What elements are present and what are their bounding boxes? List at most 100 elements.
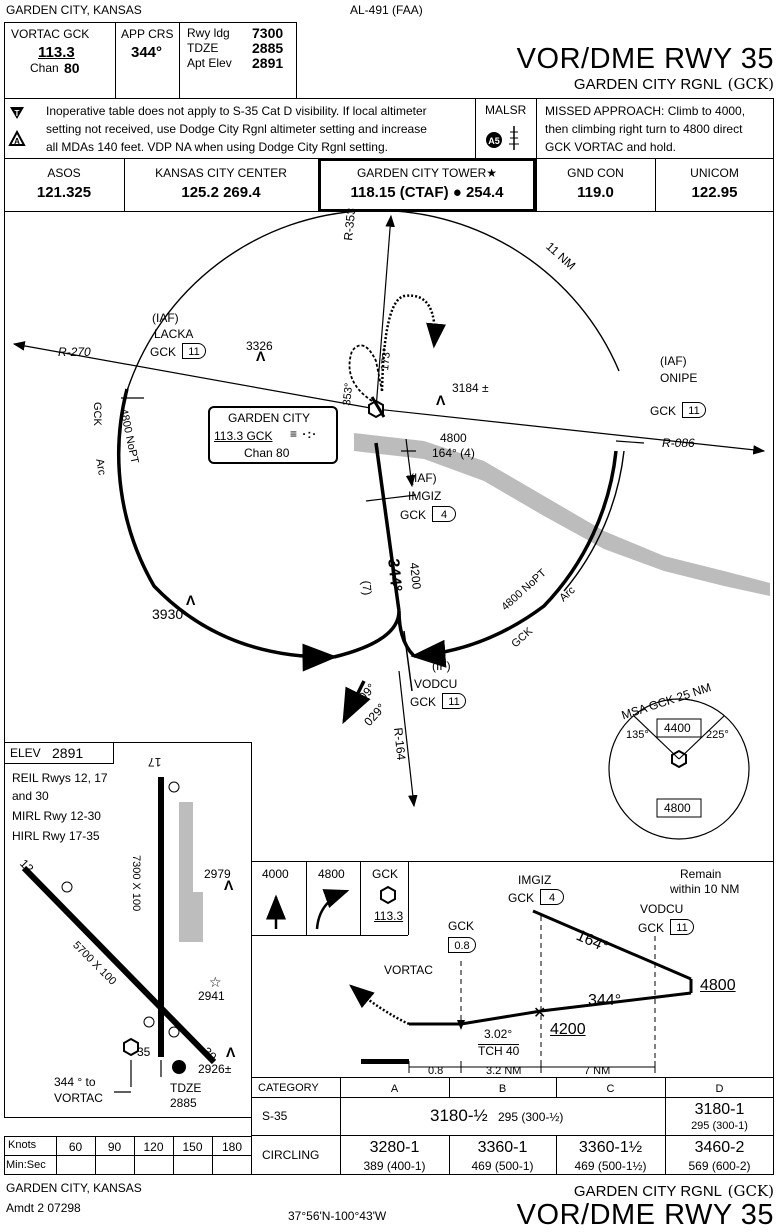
elev-label: ELEV: [10, 746, 41, 760]
hold-outbound-353: 353°: [341, 382, 356, 407]
comm-unicom: UNICOM 122.95: [655, 166, 774, 201]
distance-08: 0.8: [428, 1065, 444, 1077]
comm-asos: ASOS 121.325: [4, 166, 124, 201]
obstacle-2979-label: 2979: [204, 867, 231, 881]
tdze-value: 2885: [252, 40, 284, 56]
app-crs: 344°: [131, 44, 163, 61]
glideslope-angle: 3.02°: [484, 1027, 513, 1041]
obstacle-3326-icon: Λ: [256, 348, 266, 364]
rwy-17-label: 17: [148, 755, 162, 769]
vortac-note-1: 344 ° to: [54, 1075, 96, 1089]
radial-353-line: [375, 214, 395, 410]
vodcu-if: (IF): [432, 659, 451, 673]
nav-label: VORTAC GCK: [11, 27, 90, 41]
divider: [408, 861, 409, 935]
profile-vodcu-gck: GCK: [638, 921, 665, 935]
elev-value: 2891: [52, 745, 84, 761]
arc-west: [116, 388, 338, 672]
speed-cell: 90: [107, 1140, 122, 1154]
onipe-dme-box: 11: [682, 402, 706, 418]
plan-crs-164: 164° (4): [432, 446, 475, 460]
nav-info-freq: 113.3 GCK: [214, 429, 273, 443]
sketch-vortac-icon: [123, 1037, 139, 1057]
comm-center: KANSAS CITY CENTER 125.2 269.4: [124, 166, 318, 201]
imgiz-dme-box: 4: [432, 506, 456, 522]
ma-step-gck: GCK: [372, 867, 399, 881]
tdze-label: TDZE: [187, 41, 219, 55]
footer-coordinates: 37°56'N-100°43'W: [288, 1209, 387, 1223]
profile-alt-4200: 4200: [550, 1021, 586, 1038]
msa-alt-4400: 4400: [664, 721, 691, 735]
footer-amendment: Amdt 2 07298: [6, 1201, 81, 1215]
approach-light-icon: [172, 1060, 186, 1074]
obstacle-3930-icon: Λ: [186, 592, 196, 608]
circling-b: 3360-1 469 (500-1): [449, 1139, 556, 1173]
circling-main: 3460-2: [694, 1139, 745, 1156]
remain-line-1: Remain: [680, 867, 722, 881]
descent-line: [460, 1009, 542, 1026]
profile-gck08-label: GCK: [448, 919, 475, 933]
divider: [655, 158, 656, 212]
imgiz-fix-tick: [365, 494, 417, 502]
sketch-tdze-label: TDZE: [170, 1081, 202, 1095]
missed-line-1: MISSED APPROACH: Climb to 4000,: [545, 104, 746, 118]
final-distance-7: (7): [359, 579, 375, 596]
category-b: B: [498, 1083, 507, 1095]
s35-label: S-35: [262, 1109, 288, 1123]
vdp-cross-icon: ✕: [533, 1005, 546, 1022]
circling-main: 3280-1: [369, 1139, 420, 1156]
circling-sub: 389 (400-1): [363, 1159, 426, 1173]
ma-step-4800: 4800: [318, 867, 345, 881]
speed-cell: 150: [182, 1140, 203, 1154]
arc-junction: [333, 610, 416, 659]
lacka-gck: GCK: [150, 345, 177, 359]
category-header: CATEGORY: [258, 1082, 319, 1094]
svg-text:A: A: [14, 137, 20, 146]
divider: [665, 1077, 666, 1175]
footer-title: VOR/DME RWY 35: [516, 1199, 774, 1231]
category-c: C: [606, 1083, 615, 1095]
profile-imgiz-dme: 4: [540, 889, 564, 905]
reil-line-1: REIL Rwys 12, 17: [12, 771, 108, 785]
distance-32: 3.2 NM: [486, 1065, 522, 1077]
s35-d-main: 3180-1: [694, 1101, 745, 1118]
taxiway-marker-icon: [143, 1016, 155, 1028]
nav-info-name: GARDEN CITY: [228, 411, 311, 425]
arc-west-arc: Arc: [93, 457, 108, 477]
msa-135: 135°: [626, 729, 649, 741]
ma-turn-arrow: [315, 889, 350, 930]
taxiway-marker-icon: [168, 781, 180, 793]
nav-info-chan: Chan 80: [244, 446, 290, 460]
msa-225: 225°: [706, 729, 729, 741]
reil-line-2: and 30: [12, 789, 49, 803]
radial-086-line: [375, 408, 766, 455]
comm-value: 119.0: [577, 184, 614, 201]
river-band: [354, 433, 770, 596]
imgiz-name: IMGIZ: [408, 489, 442, 503]
header-location: GARDEN CITY, KANSAS: [6, 3, 142, 17]
nav-chan: 80: [64, 60, 80, 76]
svg-text:A5: A5: [488, 136, 500, 146]
dme-ring-right: [563, 450, 625, 592]
feeder-209: [342, 680, 371, 725]
ma-step-4000: 4000: [262, 867, 289, 881]
inop-triangle-icon: [10, 107, 24, 119]
tower-box: [318, 158, 536, 212]
comm-label: GARDEN CITY TOWER★: [356, 166, 498, 180]
obstacle-2926-label: 2926±: [198, 1062, 232, 1076]
chart-title: VOR/DME RWY 35: [516, 43, 774, 75]
distance-7: 7 NM: [584, 1065, 611, 1077]
app-crs-label: APP CRS: [121, 27, 174, 41]
lacka-dme-box: 11: [182, 343, 206, 359]
notes-line-2: setting not received, use Dodge City Rgn…: [46, 122, 427, 136]
airport-name: GARDEN CITY RGNL: [573, 76, 722, 93]
circling-sub: 569 (600-2): [688, 1159, 751, 1173]
msa-box-4800: [656, 798, 702, 818]
profile-missed-path: [349, 984, 410, 1026]
circling-c: 3360-1½ 469 (500-1½): [556, 1139, 665, 1173]
divider: [360, 861, 361, 935]
divider: [251, 935, 408, 936]
comm-ground: GND CON 119.0: [536, 166, 655, 201]
minsec-label: Min:Sec: [6, 1159, 46, 1171]
elev-box: [4, 742, 114, 764]
